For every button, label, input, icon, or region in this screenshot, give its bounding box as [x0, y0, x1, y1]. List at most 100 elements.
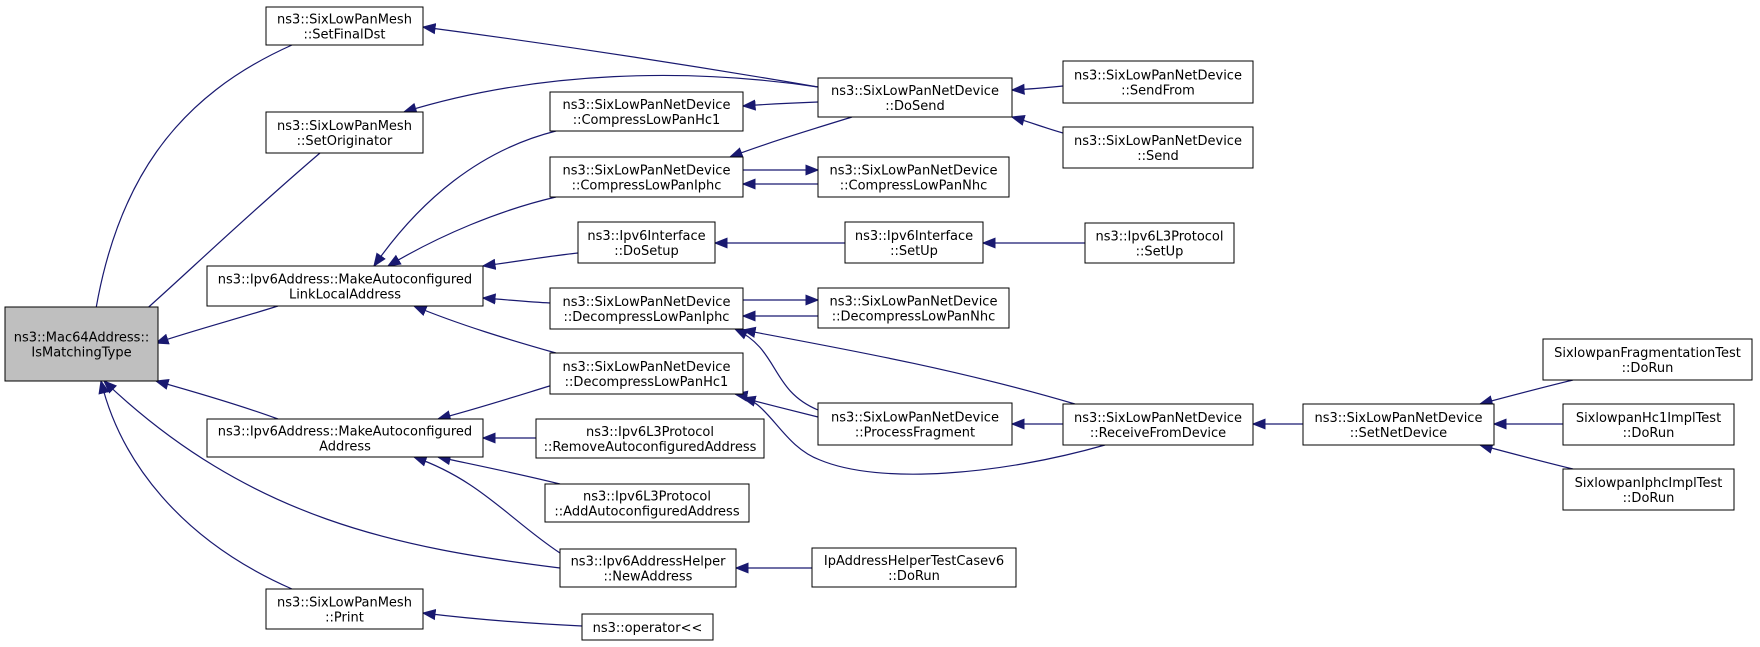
edge-iphc_test-to-setnetdevice — [1478, 442, 1574, 470]
node-box — [817, 156, 1010, 198]
node-label: ::AddAutoconfiguredAddress — [554, 505, 739, 520]
node-label: ::CompressLowPanHc1 — [573, 113, 721, 128]
edge-send-to-dosend — [1010, 114, 1064, 134]
node-ipv6_makeauto[interactable]: ns3::Ipv6Address::MakeAutoconfiguredAddr… — [206, 418, 484, 458]
node-label: ::DecompressLowPanIphc — [564, 310, 730, 325]
node-l3_removeauto[interactable]: ns3::Ipv6L3Protocol::RemoveAutoconfigure… — [535, 418, 765, 459]
node-box — [817, 402, 1013, 446]
node-box — [265, 588, 424, 630]
node-label: ::SetUp — [1136, 245, 1184, 260]
node-box — [581, 613, 714, 641]
node-label: ::SendFrom — [1121, 84, 1195, 99]
node-box — [549, 91, 744, 132]
node-label: IpAddressHelperTestCasev6 — [824, 554, 1004, 569]
edge-dosend-to-compress_iphc — [728, 116, 853, 158]
edge-decompress_iphc-to-ipv6_makeautoll — [481, 293, 551, 305]
node-box — [1062, 60, 1254, 104]
node-l3_addauto[interactable]: ns3::Ipv6L3Protocol::AddAutoconfiguredAd… — [544, 483, 750, 523]
node-hc1_test[interactable]: SixlowpanHc1ImplTest::DoRun — [1562, 403, 1735, 446]
node-label: ns3::SixLowPanNetDevice — [563, 164, 731, 179]
node-label: ::NewAddress — [604, 570, 693, 585]
node-processfragment[interactable]: ns3::SixLowPanNetDevice::ProcessFragment — [817, 402, 1013, 446]
node-box — [1084, 222, 1235, 264]
edge-l3_addauto-to-ipv6_makeauto — [436, 454, 561, 485]
node-box — [1302, 403, 1495, 446]
node-label: LinkLocalAddress — [289, 288, 401, 303]
node-box — [1562, 468, 1735, 511]
edge-dosend-to-mesh_setfinaldst — [421, 23, 819, 88]
edge-helper_newaddress-to-ipv6_makeauto — [412, 455, 561, 554]
node-decompress_nhc[interactable]: ns3::SixLowPanNetDevice::DecompressLowPa… — [817, 287, 1010, 329]
edge-mesh_setfinaldst-to-root — [86, 44, 293, 345]
node-l3_setup[interactable]: ns3::Ipv6L3Protocol::SetUp — [1084, 222, 1235, 264]
node-box — [206, 418, 484, 458]
node-label: ::ReceiveFromDevice — [1090, 426, 1226, 441]
edge-decompress_hc1-to-ipv6_makeauto — [436, 383, 557, 422]
node-label: ::DecompressLowPanNhc — [832, 310, 996, 325]
node-ipv6if_dosetup[interactable]: ns3::Ipv6Interface::DoSetup — [577, 221, 716, 264]
edge-receivefromdevice-to-decompress_hc1 — [733, 390, 1106, 475]
node-label: ns3::SixLowPanNetDevice — [1074, 411, 1242, 426]
node-label: ns3::operator<< — [593, 621, 703, 636]
node-label: ::CompressLowPanNhc — [840, 179, 987, 194]
node-label: ns3::Ipv6L3Protocol — [1096, 230, 1224, 245]
node-receivefromdevice[interactable]: ns3::SixLowPanNetDevice::ReceiveFromDevi… — [1062, 403, 1254, 446]
node-box — [4, 306, 159, 382]
node-label: ::DoSetup — [614, 244, 679, 259]
node-label: ns3::SixLowPanNetDevice — [563, 295, 731, 310]
node-label: ns3::SixLowPanNetDevice — [563, 360, 731, 375]
node-ipv6_makeautoll[interactable]: ns3::Ipv6Address::MakeAutoconfiguredLink… — [206, 265, 484, 307]
edge-helper_newaddress-to-root — [102, 380, 561, 569]
node-operator_ll[interactable]: ns3::operator<< — [581, 613, 714, 641]
node-label: ::DoRun — [1623, 426, 1675, 441]
node-iphc_test[interactable]: SixlowpanIphcImplTest::DoRun — [1562, 468, 1735, 511]
node-decompress_hc1[interactable]: ns3::SixLowPanNetDevice::DecompressLowPa… — [549, 352, 744, 395]
edge-compress_iphc-to-ipv6_makeautoll — [386, 196, 557, 267]
node-box — [811, 547, 1017, 588]
node-label: IsMatchingType — [31, 346, 131, 361]
node-box — [817, 77, 1013, 118]
node-label: ns3::Ipv6L3Protocol — [586, 425, 714, 440]
edge-decompress_hc1-to-ipv6_makeautoll — [412, 305, 557, 354]
node-compress_hc1[interactable]: ns3::SixLowPanNetDevice::CompressLowPanH… — [549, 91, 744, 132]
node-label: ns3::SixLowPanMesh — [277, 596, 412, 611]
node-root[interactable]: ns3::Mac64Address::IsMatchingType — [4, 306, 159, 382]
node-label: ns3::SixLowPanNetDevice — [1074, 134, 1242, 149]
node-label: ::SetOriginator — [297, 134, 393, 149]
node-label: SixlowpanIphcImplTest — [1575, 476, 1723, 491]
node-setnetdevice[interactable]: ns3::SixLowPanNetDevice::SetNetDevice — [1302, 403, 1495, 446]
node-label: ::Print — [325, 611, 364, 626]
node-mesh_setoriginator[interactable]: ns3::SixLowPanMesh::SetOriginator — [265, 111, 424, 154]
node-compress_iphc[interactable]: ns3::SixLowPanNetDevice::CompressLowPanI… — [549, 156, 744, 198]
node-label: ::DoRun — [1622, 361, 1674, 376]
node-label: ns3::SixLowPanNetDevice — [1315, 411, 1483, 426]
node-sendfrom[interactable]: ns3::SixLowPanNetDevice::SendFrom — [1062, 60, 1254, 104]
node-label: SixlowpanFragmentationTest — [1554, 346, 1741, 361]
node-label: ns3::Ipv6Interface — [587, 229, 705, 244]
node-decompress_iphc[interactable]: ns3::SixLowPanNetDevice::DecompressLowPa… — [549, 287, 744, 330]
node-frag_test[interactable]: SixlowpanFragmentationTest::DoRun — [1542, 338, 1753, 381]
node-mesh_print[interactable]: ns3::SixLowPanMesh::Print — [265, 588, 424, 630]
edge-frag_test-to-setnetdevice — [1478, 379, 1574, 407]
node-label: ::Send — [1137, 149, 1179, 164]
node-box — [206, 265, 484, 307]
node-ipv6if_setup[interactable]: ns3::Ipv6Interface::SetUp — [844, 221, 984, 264]
node-mesh_setfinaldst[interactable]: ns3::SixLowPanMesh::SetFinalDst — [265, 6, 424, 46]
node-box — [559, 548, 737, 588]
node-layer: ns3::Mac64Address::IsMatchingTypens3::Si… — [4, 6, 1753, 641]
node-compress_nhc[interactable]: ns3::SixLowPanNetDevice::CompressLowPanN… — [817, 156, 1010, 198]
node-helper_newaddress[interactable]: ns3::Ipv6AddressHelper::NewAddress — [559, 548, 737, 588]
edge-compress_hc1-to-ipv6_makeautoll — [373, 130, 557, 268]
node-label: ns3::SixLowPanMesh — [277, 13, 412, 28]
edge-dosend-to-compress_hc1 — [741, 99, 819, 111]
node-label: ::DecompressLowPanHc1 — [565, 375, 729, 390]
node-box — [544, 483, 750, 523]
edge-operator_ll-to-mesh_print — [421, 608, 583, 627]
node-label: ::CompressLowPanIphc — [572, 179, 722, 194]
node-label: ns3::SixLowPanNetDevice — [830, 164, 998, 179]
node-label: ns3::SixLowPanNetDevice — [563, 98, 731, 113]
node-send[interactable]: ns3::SixLowPanNetDevice::Send — [1062, 126, 1254, 169]
node-dosend[interactable]: ns3::SixLowPanNetDevice::DoSend — [817, 77, 1013, 118]
node-box — [1062, 126, 1254, 169]
node-iphelper_test[interactable]: IpAddressHelperTestCasev6::DoRun — [811, 547, 1017, 588]
